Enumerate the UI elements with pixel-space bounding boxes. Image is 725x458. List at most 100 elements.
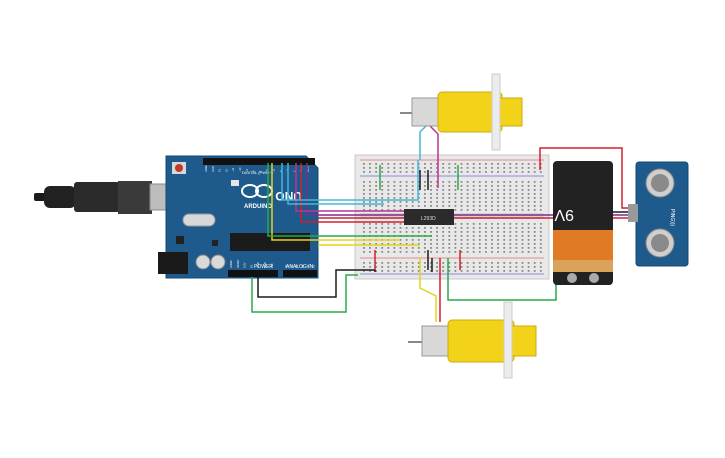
breadboard-hole[interactable] [393, 205, 396, 207]
breadboard-hole[interactable] [430, 251, 432, 253]
breadboard-hole[interactable] [515, 243, 518, 245]
breadboard-hole[interactable] [387, 227, 390, 229]
breadboard-hole[interactable] [375, 201, 377, 203]
breadboard-hole[interactable] [521, 243, 524, 245]
breadboard-hole[interactable] [503, 235, 506, 237]
breadboard-hole[interactable] [527, 163, 530, 165]
breadboard-hole[interactable] [424, 243, 426, 245]
breadboard-hole[interactable] [485, 163, 487, 165]
breadboard-hole[interactable] [399, 231, 402, 233]
breadboard-hole[interactable] [460, 205, 463, 207]
power-header[interactable] [228, 270, 278, 277]
breadboard-hole[interactable] [381, 270, 384, 272]
breadboard-hole[interactable] [466, 197, 469, 199]
breadboard-hole[interactable] [515, 181, 518, 183]
breadboard-hole[interactable] [369, 262, 371, 264]
breadboard-hole[interactable] [399, 209, 402, 211]
breadboard-hole[interactable] [436, 235, 438, 237]
breadboard-hole[interactable] [515, 227, 518, 229]
breadboard-hole[interactable] [424, 270, 426, 272]
breadboard-hole[interactable] [454, 239, 457, 241]
usb-cable[interactable] [34, 181, 185, 214]
breadboard-hole[interactable] [381, 251, 384, 253]
breadboard-hole[interactable] [417, 251, 420, 253]
breadboard-hole[interactable] [411, 171, 414, 173]
breadboard-hole[interactable] [375, 181, 377, 183]
breadboard-hole[interactable] [466, 181, 469, 183]
breadboard-hole[interactable] [424, 266, 426, 268]
breadboard-hole[interactable] [503, 247, 506, 249]
breadboard-hole[interactable] [533, 197, 536, 199]
breadboard-hole[interactable] [424, 251, 426, 253]
breadboard-hole[interactable] [436, 197, 438, 199]
breadboard-hole[interactable] [472, 239, 475, 241]
breadboard-hole[interactable] [533, 266, 536, 268]
breadboard-hole[interactable] [460, 239, 463, 241]
breadboard-hole[interactable] [539, 223, 542, 225]
breadboard-hole[interactable] [533, 181, 536, 183]
breadboard-hole[interactable] [411, 205, 414, 207]
breadboard-hole[interactable] [509, 171, 512, 173]
breadboard-hole[interactable] [399, 201, 402, 203]
breadboard-hole[interactable] [405, 189, 408, 191]
breadboard-hole[interactable] [515, 163, 518, 165]
breadboard-hole[interactable] [448, 167, 451, 169]
breadboard-hole[interactable] [436, 181, 438, 183]
breadboard-hole[interactable] [417, 262, 420, 264]
breadboard-hole[interactable] [527, 270, 530, 272]
breadboard-hole[interactable] [363, 266, 365, 268]
breadboard-hole[interactable] [497, 197, 499, 199]
breadboard-hole[interactable] [387, 185, 390, 187]
breadboard-hole[interactable] [363, 251, 365, 253]
breadboard-hole[interactable] [533, 247, 536, 249]
breadboard-hole[interactable] [393, 270, 396, 272]
breadboard-hole[interactable] [515, 231, 518, 233]
breadboard-hole[interactable] [472, 189, 475, 191]
breadboard-hole[interactable] [460, 167, 463, 169]
breadboard-hole[interactable] [454, 251, 457, 253]
breadboard-hole[interactable] [405, 193, 408, 195]
breadboard-hole[interactable] [387, 189, 390, 191]
breadboard-hole[interactable] [363, 209, 365, 211]
breadboard-hole[interactable] [485, 181, 487, 183]
breadboard-hole[interactable] [521, 163, 524, 165]
breadboard-hole[interactable] [430, 201, 432, 203]
breadboard-hole[interactable] [417, 181, 420, 183]
breadboard-hole[interactable] [417, 243, 420, 245]
breadboard-hole[interactable] [460, 266, 463, 268]
breadboard-hole[interactable] [478, 171, 481, 173]
breadboard-hole[interactable] [466, 205, 469, 207]
breadboard-hole[interactable] [460, 209, 463, 211]
breadboard-hole[interactable] [503, 171, 506, 173]
breadboard-hole[interactable] [539, 209, 542, 211]
breadboard-hole[interactable] [509, 167, 512, 169]
breadboard-hole[interactable] [472, 197, 475, 199]
breadboard-hole[interactable] [375, 171, 377, 173]
breadboard-hole[interactable] [497, 189, 499, 191]
breadboard-hole[interactable] [405, 171, 408, 173]
breadboard-hole[interactable] [485, 251, 487, 253]
breadboard-hole[interactable] [442, 201, 445, 203]
breadboard-hole[interactable] [521, 189, 524, 191]
breadboard-hole[interactable] [539, 239, 542, 241]
breadboard-hole[interactable] [424, 205, 426, 207]
breadboard-hole[interactable] [417, 205, 420, 207]
breadboard-hole[interactable] [430, 266, 432, 268]
breadboard-hole[interactable] [497, 167, 499, 169]
breadboard-hole[interactable] [363, 205, 365, 207]
breadboard-hole[interactable] [478, 197, 481, 199]
breadboard-hole[interactable] [466, 209, 469, 211]
breadboard-hole[interactable] [460, 181, 463, 183]
breadboard-hole[interactable] [417, 163, 420, 165]
breadboard-hole[interactable] [454, 205, 457, 207]
breadboard-hole[interactable] [491, 239, 493, 241]
breadboard-hole[interactable] [515, 185, 518, 187]
breadboard-hole[interactable] [393, 201, 396, 203]
breadboard-hole[interactable] [460, 193, 463, 195]
breadboard-hole[interactable] [509, 193, 512, 195]
breadboard-hole[interactable] [405, 201, 408, 203]
breadboard-hole[interactable] [485, 197, 487, 199]
breadboard-hole[interactable] [491, 270, 493, 272]
breadboard-hole[interactable] [472, 181, 475, 183]
breadboard-hole[interactable] [387, 247, 390, 249]
